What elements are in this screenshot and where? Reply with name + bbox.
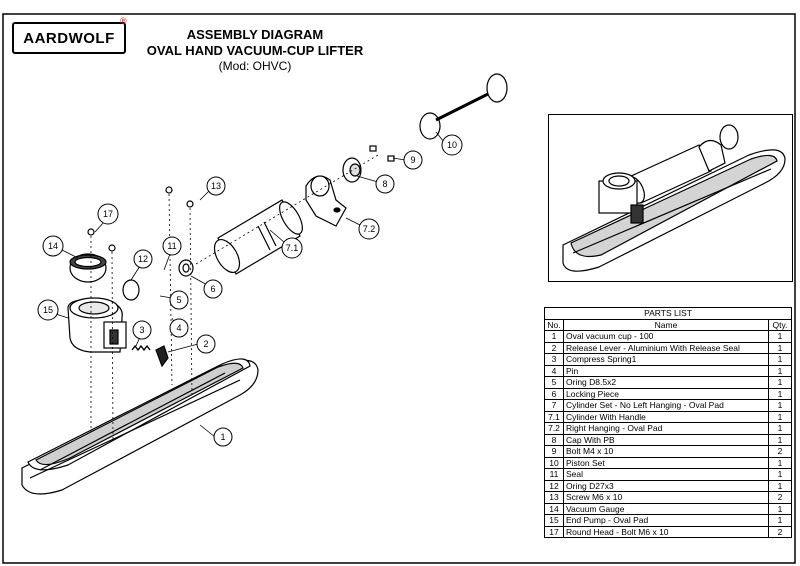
diagram-title: ASSEMBLY DIAGRAM OVAL HAND VACUUM-CUP LI… bbox=[120, 27, 390, 59]
assembly-lines bbox=[90, 154, 379, 441]
callout-17: 17 bbox=[97, 203, 119, 225]
svg-text:17: 17 bbox=[103, 209, 113, 219]
callout-3: 3 bbox=[132, 320, 152, 340]
callout-14: 14 bbox=[42, 235, 64, 257]
callout-9: 9 bbox=[403, 150, 423, 170]
callout-7-2: 7.2 bbox=[358, 218, 380, 240]
callout-6: 6 bbox=[203, 279, 223, 299]
piston-set-drawing bbox=[419, 73, 508, 140]
end-pump-drawing bbox=[67, 297, 127, 353]
svg-text:2: 2 bbox=[203, 339, 208, 349]
callout-7-1: 7.1 bbox=[281, 237, 303, 259]
callout-10: 10 bbox=[441, 134, 463, 156]
svg-text:8: 8 bbox=[382, 179, 387, 189]
hardware-drawing bbox=[87, 145, 395, 301]
callout-8: 8 bbox=[375, 174, 395, 194]
svg-text:10: 10 bbox=[447, 140, 457, 150]
callout-13: 13 bbox=[206, 176, 226, 196]
callout-15: 15 bbox=[37, 299, 59, 321]
right-hanging-drawing bbox=[305, 175, 347, 227]
svg-text:6: 6 bbox=[210, 284, 215, 294]
oval-vacuum-pad-drawing bbox=[21, 358, 259, 495]
col-header-no: No. bbox=[544, 318, 564, 331]
assembled-view-drawing bbox=[562, 124, 786, 272]
aardwolf-logo: AARDWOLF bbox=[12, 22, 126, 54]
assembled-view-inset bbox=[548, 114, 793, 282]
svg-text:7.2: 7.2 bbox=[363, 224, 376, 234]
callout-5: 5 bbox=[169, 290, 189, 310]
cap-drawing bbox=[342, 157, 362, 183]
registered-mark: ® bbox=[120, 16, 127, 26]
col-header-name: Name bbox=[563, 318, 769, 331]
callout-11: 11 bbox=[162, 236, 182, 256]
callout-12: 12 bbox=[133, 249, 153, 269]
svg-text:11: 11 bbox=[167, 241, 176, 251]
title-line-2: OVAL HAND VACUUM-CUP LIFTER bbox=[146, 43, 364, 58]
svg-text:4: 4 bbox=[176, 323, 181, 333]
svg-text:14: 14 bbox=[48, 241, 58, 251]
svg-text:3: 3 bbox=[139, 325, 144, 335]
svg-text:9: 9 bbox=[410, 155, 415, 165]
callout-2: 2 bbox=[196, 334, 216, 354]
svg-text:13: 13 bbox=[211, 181, 221, 191]
callout-4: 4 bbox=[169, 318, 189, 338]
svg-text:15: 15 bbox=[43, 305, 53, 315]
vacuum-gauge-drawing bbox=[69, 253, 107, 283]
cylinder-drawing bbox=[213, 199, 303, 275]
svg-text:5: 5 bbox=[176, 295, 181, 305]
model-label: (Mod: OHVC) bbox=[218, 59, 292, 73]
page-frame bbox=[2, 13, 796, 564]
svg-text:12: 12 bbox=[138, 254, 148, 264]
callout-1: 1 bbox=[213, 427, 233, 447]
callout-circles: 1 2 3 4 5 6 7.1 7.2 8 9 10 11 12 13 14 1… bbox=[37, 134, 463, 447]
col-header-qty: Qty. bbox=[768, 318, 792, 331]
title-line-1: ASSEMBLY DIAGRAM bbox=[186, 27, 324, 42]
logo-wordmark: AARDWOLF bbox=[23, 29, 115, 47]
svg-text:1: 1 bbox=[220, 432, 225, 442]
svg-text:7.1: 7.1 bbox=[286, 243, 299, 253]
parts-list-caption: PARTS LIST bbox=[544, 307, 792, 320]
spring-lever-drawing bbox=[131, 344, 169, 368]
